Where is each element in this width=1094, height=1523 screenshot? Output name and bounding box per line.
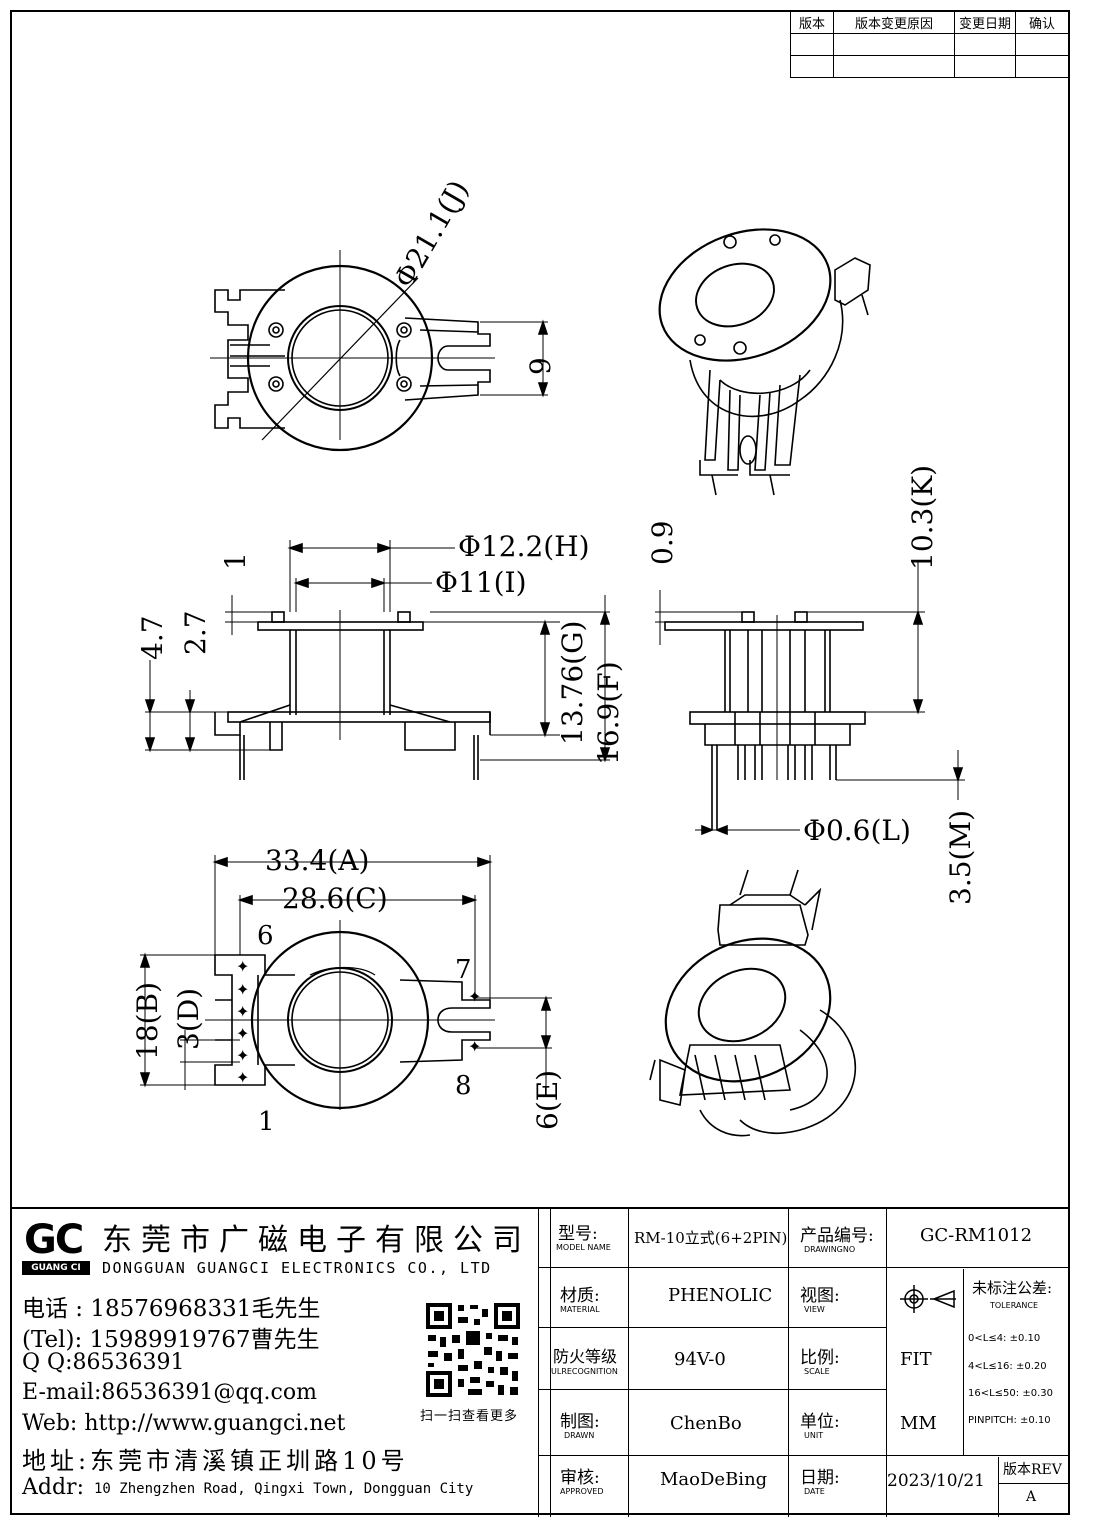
model-label: 型号: — [558, 1224, 598, 1244]
dim-k: 10.3(K) — [906, 465, 939, 570]
dim-four-seven: 4.7 — [136, 615, 169, 660]
dim-h: Φ12.2(H) — [458, 530, 590, 563]
unit-label-en: UNIT — [804, 1431, 824, 1440]
dim-b: 18(B) — [131, 982, 164, 1060]
dim-m: 3.5(M) — [944, 810, 977, 905]
company-address-en-label: Addr: — [22, 1475, 84, 1500]
company-name-cn: 东莞市广磁电子有限公司 — [102, 1223, 531, 1258]
logo-text: GUANG CI — [22, 1261, 90, 1275]
flame-label: 防火等级 — [553, 1347, 618, 1366]
rev-label: 版本REV — [1003, 1462, 1062, 1478]
tolerance-4: PINPITCH: ±0.10 — [968, 1415, 1051, 1426]
dim-g: 13.76(G) — [556, 621, 589, 745]
drawn-label: 制图: — [560, 1412, 600, 1432]
tolerance-2: 4<L≤16: ±0.20 — [968, 1361, 1047, 1372]
model-value: RM-10立式(6+2PIN) — [634, 1229, 788, 1247]
company-email: E-mail:86536391@qq.com — [22, 1380, 317, 1405]
top-view — [210, 250, 549, 452]
dim-a: 33.4(A) — [265, 844, 369, 877]
date-value: 2023/10/21 — [887, 1471, 985, 1491]
company-address-en: 10 Zhengzhen Road, Qingxi Town, Dongguan… — [94, 1481, 474, 1497]
drawn-value: ChenBo — [670, 1413, 742, 1434]
first-angle-projection-icon — [900, 1285, 956, 1313]
scale-value: FIT — [900, 1349, 932, 1370]
drawing-frame — [10, 10, 1070, 1515]
svg-text:✦: ✦ — [236, 957, 249, 976]
scale-label-en: SCALE — [804, 1367, 830, 1376]
flame-value: 94V-0 — [674, 1349, 726, 1370]
dim-e: 6(E) — [531, 1070, 564, 1130]
svg-text:✦: ✦ — [236, 1046, 249, 1065]
front-view — [144, 540, 611, 780]
rev-header-reason: 版本变更原因 — [833, 11, 955, 34]
qr-code-icon — [424, 1301, 522, 1399]
approved-value: MaoDeBing — [660, 1469, 768, 1490]
technical-drawing: Φ21.1(J) 9 — [131, 174, 977, 1137]
svg-text:✦: ✦ — [468, 987, 481, 1006]
title-block: GC GUANG CI 东莞市广磁电子有限公司 DONGGUAN GUANGCI… — [10, 1207, 1070, 1517]
dim-zero-nine: 0.9 — [646, 520, 679, 565]
svg-text:✦: ✦ — [236, 980, 249, 999]
company-web: Web: http://www.guangci.net — [22, 1411, 346, 1436]
approved-label: 审核: — [560, 1468, 600, 1488]
qr-caption: 扫一扫查看更多 — [420, 1409, 519, 1424]
company-logo: GC GUANG CI — [22, 1217, 90, 1275]
iso-view-top — [658, 228, 871, 496]
tolerance-label: 未标注公差: — [972, 1279, 1053, 1297]
approved-label-en: APPROVED — [560, 1487, 604, 1496]
model-label-en: MODEL NAME — [556, 1243, 611, 1252]
tolerance-label-en: TOLERANCE — [990, 1301, 1039, 1310]
logo-letters: GC — [24, 1217, 84, 1263]
dim-one: 1 — [219, 552, 252, 570]
pin-label-7: 7 — [455, 955, 472, 985]
pin-label-8: 8 — [455, 1071, 472, 1101]
dim-j: Φ21.1(J) — [387, 174, 475, 293]
dim-i: Φ11(I) — [435, 566, 527, 599]
pin-label-6: 6 — [257, 921, 274, 951]
tolerance-3: 16<L≤50: ±0.30 — [968, 1388, 1053, 1399]
svg-text:✦: ✦ — [236, 1002, 249, 1021]
drawing-no-value: GC-RM1012 — [920, 1225, 1033, 1246]
dim-two-seven: 2.7 — [179, 610, 212, 655]
svg-text:✦: ✦ — [236, 1024, 249, 1043]
date-label-en: DATE — [804, 1487, 825, 1496]
material-value: PHENOLIC — [668, 1285, 773, 1306]
pin-label-1: 1 — [258, 1107, 275, 1137]
dim-f: 16.9(F) — [592, 661, 625, 765]
scale-label: 比例: — [800, 1348, 840, 1368]
tolerance-1: 0<L≤4: ±0.10 — [968, 1333, 1041, 1344]
company-phone1: 电话 : 18576968331毛先生 — [22, 1296, 321, 1322]
company-address-cn: 地址:东莞市清溪镇正圳路10号 — [22, 1447, 409, 1475]
company-phone2: (Tel): 15989919767曹先生 — [22, 1327, 320, 1353]
dim-nine: 9 — [524, 357, 557, 375]
dim-l: Φ0.6(L) — [803, 814, 911, 847]
revision-table: 版本 版本变更原因 变更日期 确认 — [790, 11, 1069, 78]
drawing-no-label-en: DRAWINGNO — [804, 1245, 856, 1254]
view-label: 视图: — [800, 1286, 840, 1306]
drawing-no-label: 产品编号: — [800, 1226, 874, 1246]
unit-value: MM — [900, 1413, 937, 1434]
view-label-en: VIEW — [804, 1305, 825, 1314]
company-name-en: DONGGUAN GUANGCI ELECTRONICS CO., LTD — [102, 1259, 492, 1277]
iso-view-bottom — [649, 869, 857, 1137]
material-label-en: MATERIAL — [560, 1305, 600, 1314]
rev-value: A — [1026, 1489, 1037, 1505]
material-label: 材质: — [560, 1286, 600, 1306]
flame-label-en: ULRECOGNITION — [551, 1367, 618, 1376]
dim-d: 3(D) — [172, 988, 205, 1050]
date-label: 日期: — [800, 1468, 840, 1488]
svg-text:✦: ✦ — [468, 1037, 481, 1056]
side-view — [655, 560, 965, 836]
svg-text:✦: ✦ — [236, 1068, 249, 1087]
drawn-label-en: DRAWN — [564, 1431, 595, 1440]
unit-label: 单位: — [800, 1412, 840, 1432]
bottom-view: ✦ ✦ ✦ ✦ ✦ ✦ ✦ ✦ — [139, 855, 552, 1110]
company-qq: Q Q:86536391 — [22, 1350, 185, 1375]
dim-c: 28.6(C) — [282, 882, 388, 915]
